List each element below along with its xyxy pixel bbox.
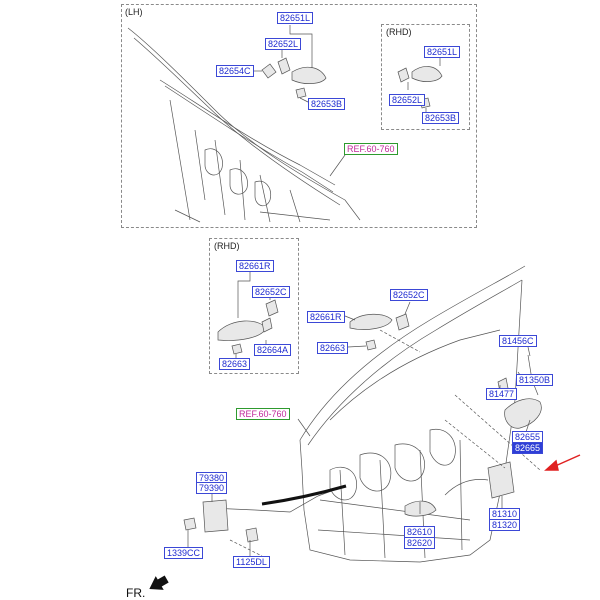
part-81350b[interactable]: 81350B	[516, 374, 554, 386]
part-81456c[interactable]: 81456C	[499, 335, 537, 347]
ref-60-760-mid[interactable]: REF.60-760	[236, 408, 290, 420]
top-window-seal-2	[164, 85, 334, 193]
rhd-mid-leaders	[235, 272, 271, 358]
top-door-panel	[169, 99, 301, 223]
rhd-top-section-label: (RHD)	[386, 27, 412, 37]
main-latch	[504, 398, 542, 429]
top-cover-82652l	[277, 57, 291, 75]
rhd-part-82652l[interactable]: 82652L	[389, 94, 426, 106]
part-82652c[interactable]: 82652C	[390, 289, 428, 301]
main-dash-checker	[229, 539, 263, 557]
rhd-mid-cap	[261, 317, 273, 333]
top-door-frame-outer	[127, 27, 361, 221]
rhd-top-handle	[411, 66, 443, 82]
main-leader-81456c	[527, 346, 531, 357]
main-checker-body	[202, 499, 229, 533]
rhd-top-leaders	[407, 58, 441, 112]
main-leader-ref	[297, 418, 311, 437]
main-cover	[395, 313, 410, 331]
rhd-mid-cover	[265, 299, 279, 317]
top-leader-ref	[329, 154, 346, 177]
rhd-part-82652c[interactable]: 82652C	[252, 286, 290, 298]
rhd-part-82664a[interactable]: 82664A	[254, 344, 292, 356]
pointer-arrow	[544, 454, 581, 471]
checker-link-thick	[261, 484, 347, 506]
top-window-seal	[159, 79, 336, 186]
main-inside-handle	[404, 500, 437, 517]
rhd-mid-section-label: (RHD)	[214, 241, 240, 251]
main-door-inner-holes	[329, 428, 456, 501]
main-door-frame-inner	[307, 279, 523, 446]
part-82651l[interactable]: 82651L	[277, 12, 314, 24]
front-direction-label: FR.	[126, 586, 146, 600]
part-82620[interactable]: 82620	[404, 537, 436, 549]
part-81477[interactable]: 81477	[486, 388, 518, 400]
main-checker-bolt2	[245, 527, 259, 543]
main-leader-82652c	[404, 301, 411, 315]
part-79390[interactable]: 79390	[196, 482, 228, 494]
rhd-mid-pad	[231, 343, 243, 355]
main-lock-cable	[444, 479, 489, 496]
rhd-part-82661r[interactable]: 82661R	[236, 260, 274, 272]
part-82654c[interactable]: 82654C	[216, 65, 254, 77]
main-door-frame-outer	[299, 265, 526, 441]
part-1125dl[interactable]: 1125DL	[233, 556, 270, 568]
main-door-ribs	[317, 439, 471, 559]
top-pad-82653b	[295, 87, 307, 99]
rhd-part-82651l[interactable]: 82651L	[424, 46, 461, 58]
part-82665-highlighted[interactable]: 82665	[512, 442, 544, 454]
main-leader-82663	[347, 345, 367, 348]
rhd-top-section-box	[381, 24, 470, 130]
main-dash-handle	[379, 329, 421, 353]
part-82653b[interactable]: 82653B	[308, 98, 346, 110]
rhd-mid-section-box	[209, 238, 299, 374]
main-pad	[365, 339, 377, 351]
part-81320[interactable]: 81320	[489, 519, 521, 531]
lh-section-label: (LH)	[125, 7, 143, 17]
rhd-part-82663[interactable]: 82663	[219, 358, 251, 370]
fr-arrow-icon	[149, 575, 169, 590]
main-window-seal	[329, 329, 501, 421]
part-82663[interactable]: 82663	[317, 342, 349, 354]
top-door-inner-holes	[204, 148, 271, 207]
main-leader-82655	[525, 419, 531, 433]
top-bezel-82654c	[261, 63, 277, 79]
part-1339cc[interactable]: 1339CC	[164, 547, 204, 559]
top-door-frame-inner	[133, 37, 341, 206]
main-lock-module	[487, 461, 515, 499]
part-82652l[interactable]: 82652L	[265, 38, 302, 50]
ref-60-760-top[interactable]: REF.60-760	[344, 143, 398, 155]
part-82661r[interactable]: 82661R	[307, 311, 345, 323]
top-door-lower	[174, 209, 331, 223]
top-handle-82651l	[291, 66, 327, 84]
main-dash-lock	[444, 394, 541, 471]
top-leader-82651l	[289, 25, 313, 68]
rhd-mid-handle	[217, 320, 267, 341]
main-checker-bolt	[183, 517, 197, 531]
rhd-part-82653b[interactable]: 82653B	[422, 112, 460, 124]
lh-section-box	[121, 4, 477, 228]
main-checker-arm	[209, 485, 346, 513]
main-handle	[349, 313, 393, 330]
rhd-top-cover	[397, 67, 410, 83]
main-leader-82661r	[344, 315, 356, 321]
